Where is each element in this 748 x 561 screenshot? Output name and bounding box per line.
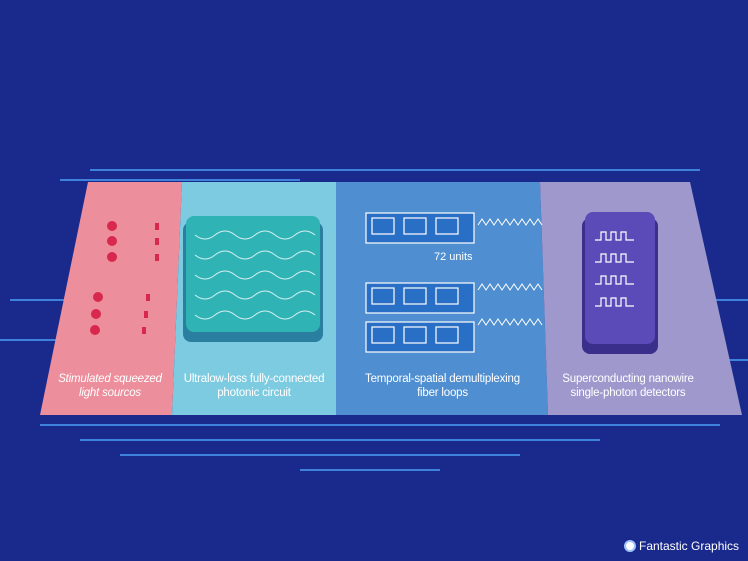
label-line: Temporal-spatial demultiplexing [365,373,520,385]
brand-icon [624,540,636,552]
label-line: Stimulated squeezed [58,373,162,385]
detector-chip [582,212,658,354]
units-label: 72 units [434,251,473,263]
label-line: Ultralow-loss fully-connected [183,373,325,385]
stage-label-fiber-loops: Temporal-spatial demultiplexing fiber loo… [345,372,540,400]
label-line: light sourcos [79,387,141,399]
label-line: single-photon detectors [570,387,686,399]
light-sources [90,221,159,335]
pulse-trains [477,218,543,326]
stage-label-detectors: Superconducting nanowire single-photon de… [550,372,706,400]
stage-label-light-sources: Stimulated squeezed light sourcos [45,372,175,400]
label-line: fiber loops [417,387,468,399]
stage-panel-light-sources [40,182,182,415]
fiber-loop-modules [365,212,475,353]
stage-label-photonic-circuit: Ultralow-loss fully-connected photonic ci… [172,372,336,400]
label-line: Superconducting nanowire [562,373,694,385]
label-line: photonic circuit [217,387,291,399]
brand-logo: Fantastic Graphics [624,539,739,553]
brand-name: Fantastic Graphics [639,539,740,553]
photonic-chip [183,216,323,342]
